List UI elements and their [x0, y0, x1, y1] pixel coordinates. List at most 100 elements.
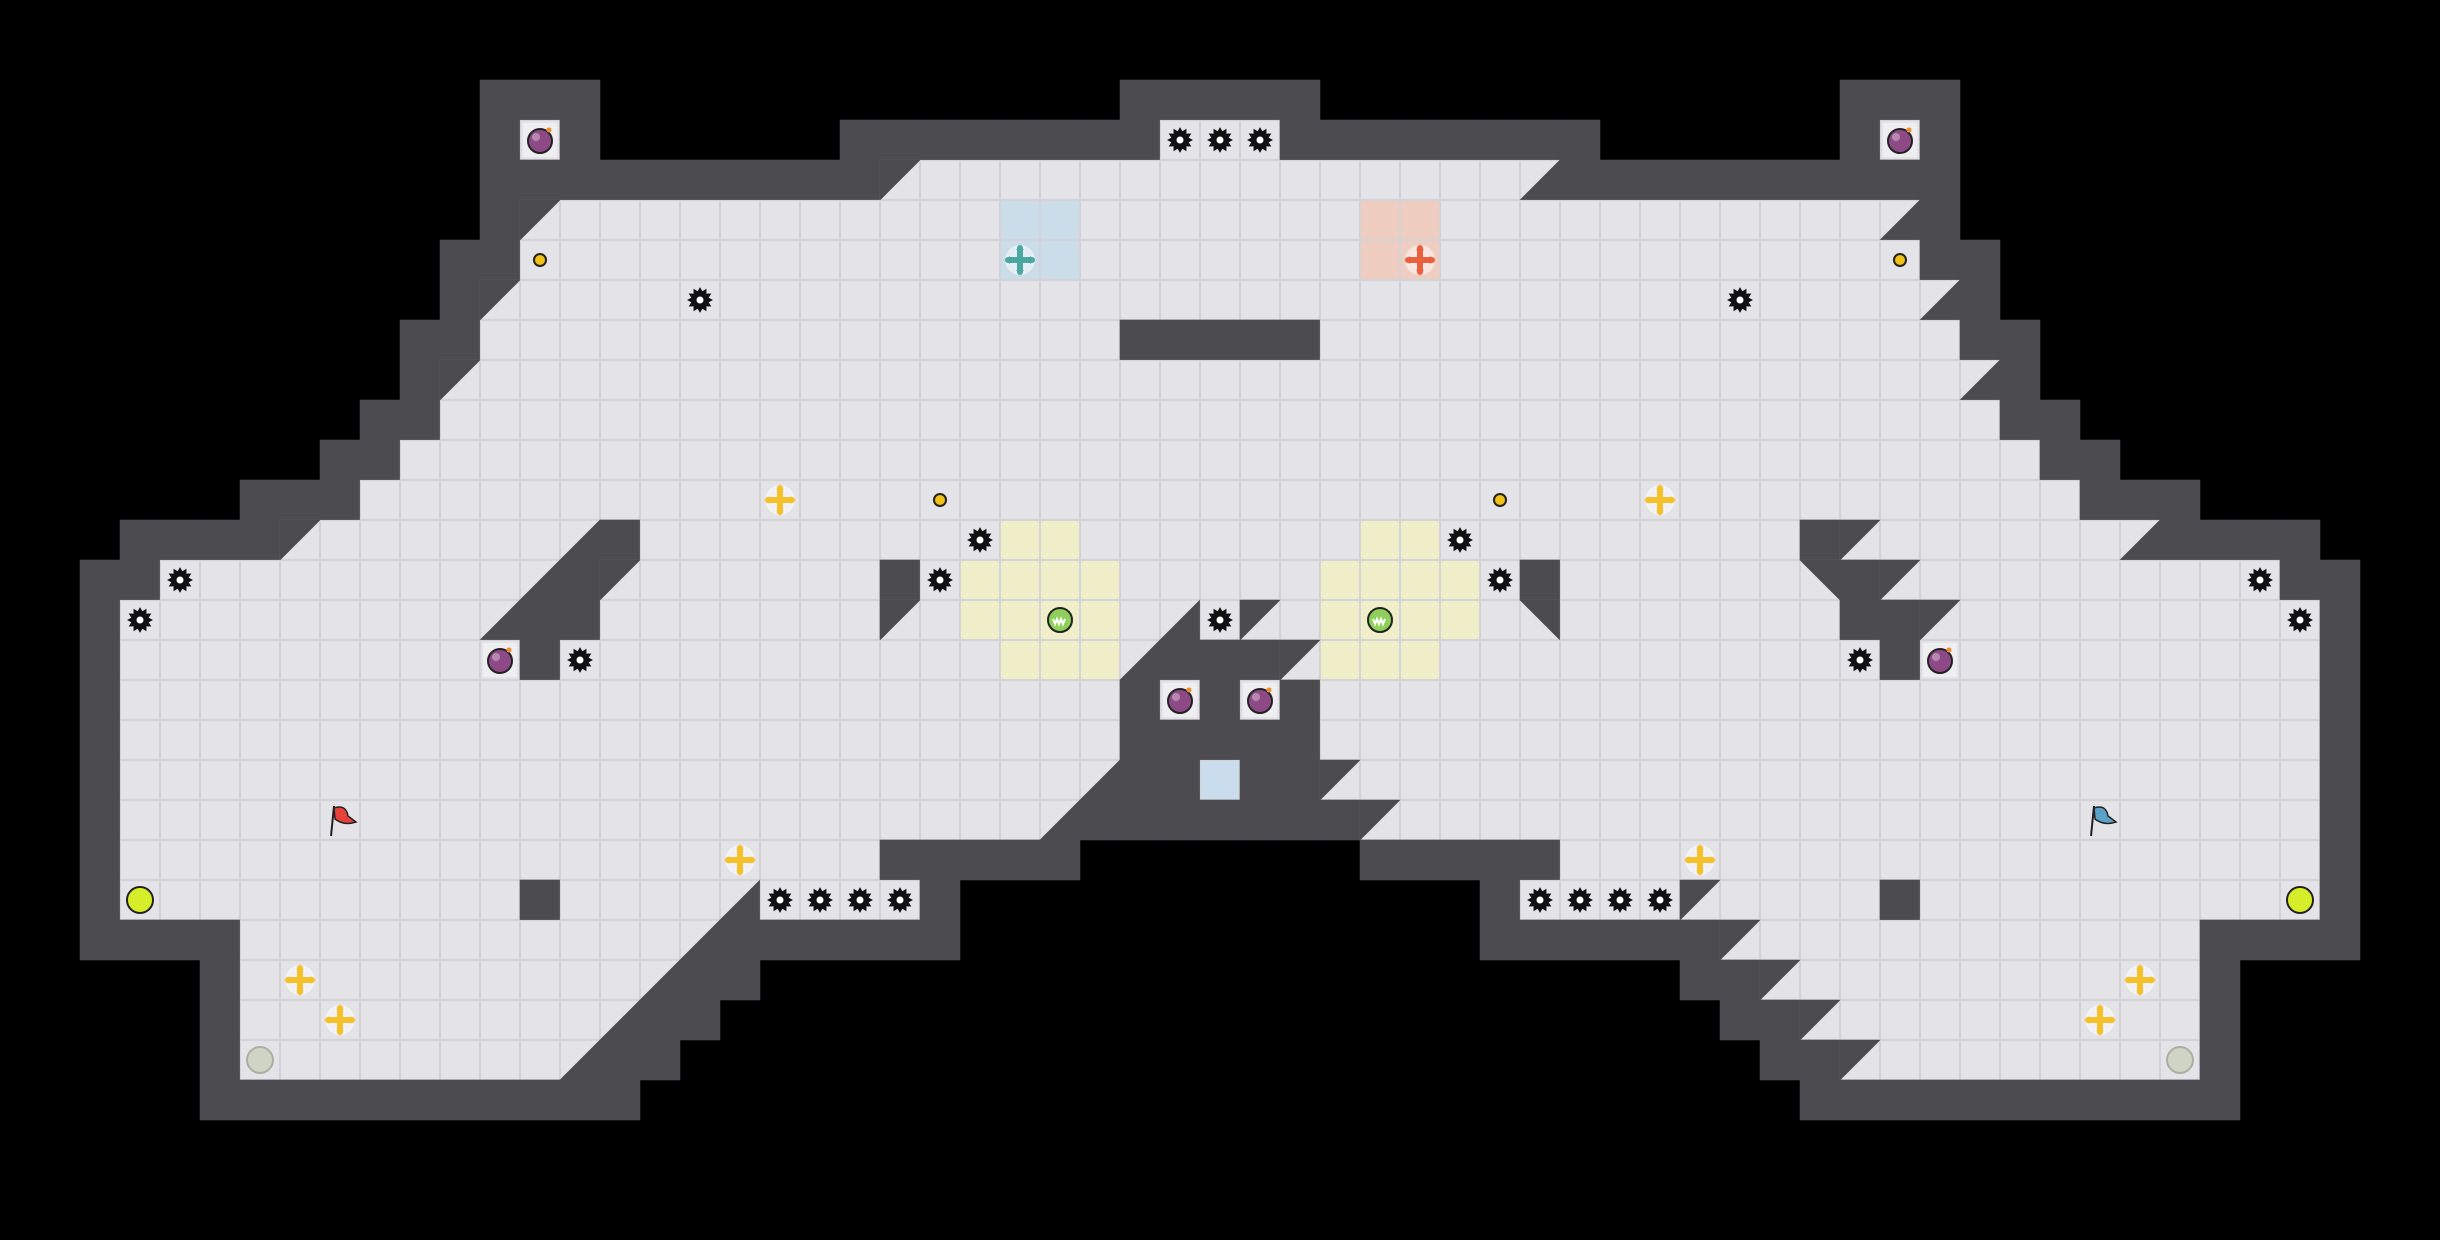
floor-tile: [2239, 679, 2281, 721]
floor-tile: [439, 919, 481, 961]
floor-tile: [159, 679, 201, 721]
yellow-zone-tile: [1321, 601, 1359, 639]
floor-tile: [639, 399, 681, 441]
wall-tile: [919, 839, 961, 881]
bomb-shine: [1172, 693, 1180, 701]
yellow-zone-tile: [1361, 641, 1399, 679]
floor-tile: [1039, 759, 1081, 801]
floor-tile: [1239, 519, 1281, 561]
spike-icon: [687, 287, 713, 313]
floor-tile: [1159, 199, 1201, 241]
flag-cloth: [333, 806, 358, 825]
boost-icon: [325, 1005, 355, 1035]
floor-tile: [439, 559, 481, 601]
floor-tile: [639, 359, 681, 401]
floor-tile: [1279, 399, 1321, 441]
floor-tile: [1399, 319, 1441, 361]
floor-tile: [1799, 879, 1841, 921]
spike-icon: [807, 887, 833, 913]
floor-tile: [1159, 439, 1201, 481]
floor-tile: [439, 439, 481, 481]
spike-center: [1216, 616, 1224, 624]
floor-tile: [1319, 679, 1361, 721]
floor-tile: [319, 1039, 361, 1081]
wall-tile: [2319, 759, 2361, 801]
floor-tile: [919, 239, 961, 281]
spike-icon: [1847, 647, 1873, 673]
wall-tile: [2199, 959, 2241, 1001]
bomb-fuse: [506, 647, 512, 653]
floor-tile: [999, 759, 1041, 801]
wall-tile: [2039, 439, 2081, 481]
diagonal-wall-tile: [599, 559, 641, 601]
wall-tile: [79, 759, 121, 801]
wall-tile: [239, 519, 281, 561]
floor-tile: [1559, 839, 1601, 881]
floor-tile: [879, 199, 921, 241]
floor-tile: [1159, 399, 1201, 441]
floor-tile: [1079, 199, 1121, 241]
floor-tile: [1199, 239, 1241, 281]
floor-tile: [2159, 679, 2201, 721]
floor-tile: [1519, 719, 1561, 761]
floor-tile: [1439, 639, 1481, 681]
floor-tile: [479, 759, 521, 801]
floor-tile: [1039, 399, 1081, 441]
floor-tile: [759, 679, 801, 721]
floor-tile: [239, 639, 281, 681]
spike-icon: [887, 887, 913, 913]
floor-tile: [1199, 439, 1241, 481]
floor-tile: [599, 959, 641, 1001]
floor-tile: [439, 879, 481, 921]
floor-tile: [1559, 399, 1601, 441]
floor-tile: [1999, 1039, 2041, 1081]
wall-tile: [919, 919, 961, 961]
floor-tile: [1079, 159, 1121, 201]
floor-tile: [1799, 599, 1841, 641]
floor-tile: [159, 719, 201, 761]
floor-tile: [1079, 319, 1121, 361]
floor-tile: [599, 439, 641, 481]
floor-tile: [919, 519, 961, 561]
floor-tile: [1119, 279, 1161, 321]
floor-tile: [1439, 279, 1481, 321]
floor-tile: [519, 279, 561, 321]
wall-tile: [1799, 519, 1841, 561]
floor-tile: [959, 319, 1001, 361]
floor-tile: [1239, 439, 1281, 481]
floor-tile: [719, 759, 761, 801]
floor-tile: [919, 279, 961, 321]
floor-tile: [759, 719, 801, 761]
wall-tile: [199, 999, 241, 1041]
wall-tile: [839, 919, 881, 961]
floor-tile: [1719, 399, 1761, 441]
floor-tile: [599, 279, 641, 321]
floor-tile: [1279, 559, 1321, 601]
floor-tile: [2159, 759, 2201, 801]
floor-tile: [799, 719, 841, 761]
floor-tile: [2079, 599, 2121, 641]
wall-tile: [1999, 319, 2041, 361]
yellow-zone-tile: [1401, 641, 1439, 679]
floor-tile: [1479, 399, 1521, 441]
floor-tile: [839, 399, 881, 441]
spike-icon: [1207, 607, 1233, 633]
floor-tile: [1639, 439, 1681, 481]
floor-tile: [1399, 719, 1441, 761]
floor-tile: [639, 919, 681, 961]
wall-tile: [239, 479, 281, 521]
wall-tile: [1919, 119, 1961, 161]
floor-tile: [519, 679, 561, 721]
wall-tile: [799, 159, 841, 201]
floor-tile: [1959, 599, 2001, 641]
floor-tile: [2119, 879, 2161, 921]
floor-tile: [2079, 679, 2121, 721]
floor-tile: [759, 519, 801, 561]
floor-tile: [1879, 839, 1921, 881]
floor-tile: [759, 599, 801, 641]
floor-tile: [999, 159, 1041, 201]
wall-tile: [599, 1079, 641, 1121]
floor-tile: [1079, 519, 1121, 561]
floor-tile: [1439, 799, 1481, 841]
floor-tile: [1919, 879, 1961, 921]
